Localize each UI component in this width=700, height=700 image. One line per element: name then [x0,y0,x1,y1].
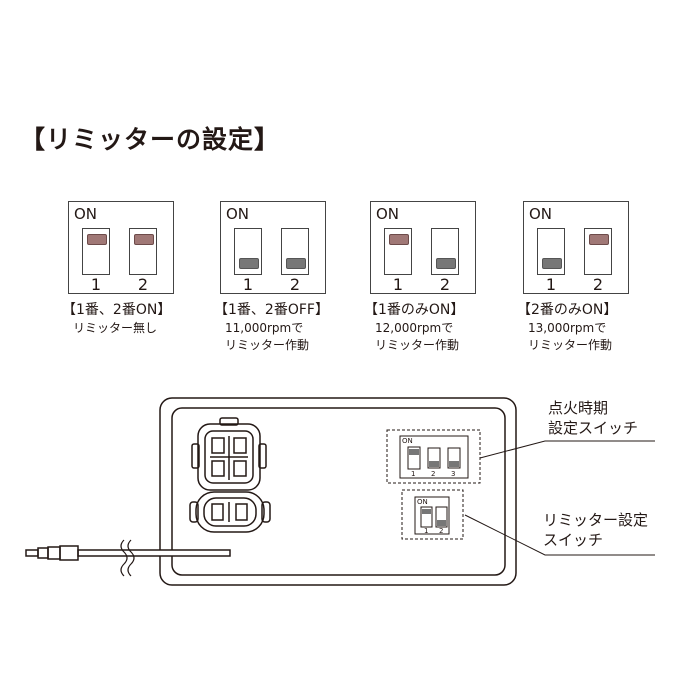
on-label: ON [74,205,98,223]
setting-description: リミッター無し [73,320,157,337]
switch-number: 2 [439,275,451,294]
switch-number: 1 [242,275,254,294]
limiter-num-1: 1 [424,527,428,535]
dip-panel: ON 1 2 [370,201,476,294]
switch-number: 1 [545,275,557,294]
switch-number: 2 [289,275,301,294]
device-inner [171,407,506,576]
limiter-callout-line2: スイッチ [543,531,604,549]
ignition-switch-2-knob [429,461,439,467]
switch-knob-on [389,234,409,245]
switch-knob-off [542,258,562,269]
dip-switch-2 [129,228,157,275]
description-line: リミッター作動 [375,338,460,352]
dip-switch-2 [281,228,309,275]
limiter-num-2: 2 [439,527,443,535]
dip-switch-1 [234,228,262,275]
setting-description: 11,000rpmでリミッター作動 [225,320,309,354]
on-label: ON [529,205,553,223]
ignition-leader-line [479,440,655,459]
limiter-switch-2-knob [437,520,446,526]
dip-switch-1 [384,228,412,275]
ignition-switch-area [386,429,481,484]
ignition-switch-3-knob [449,461,459,467]
description-line: リミッター作動 [225,338,310,352]
ignition-switch-1-knob [409,449,419,455]
setting-label: 【2番のみON】 [517,302,618,318]
ignition-on-label: ON [402,437,413,445]
ignition-num-2: 2 [431,470,435,478]
setting-label: 【1番のみON】 [364,302,465,318]
ignition-callout: 点火時期 設定スイッチ [548,398,638,438]
limiter-on-label: ON [417,498,428,506]
limiter-callout-line1: リミッター設定 [543,511,649,529]
switch-knob-off [436,258,456,269]
switch-knob-off [239,258,259,269]
description-line: 11,000rpmで [225,321,304,335]
connector-4pin-icon [191,417,267,491]
limiter-switch-area [401,489,464,540]
cable-icon [25,539,231,577]
ignition-num-3: 3 [451,470,455,478]
switch-knob-on [589,234,609,245]
description-line: 12,000rpmで [375,321,454,335]
description-line: リミッター無し [73,321,158,335]
on-label: ON [226,205,250,223]
description-line: リミッター作動 [528,338,613,352]
ignition-callout-line2: 設定スイッチ [548,419,639,437]
switch-knob-off [286,258,306,269]
switch-number: 2 [592,275,604,294]
setting-description: 12,000rpmでリミッター作動 [375,320,459,354]
dip-switch-1 [537,228,565,275]
limiter-leader-line [464,514,655,556]
limiter-callout: リミッター設定 スイッチ [543,510,648,550]
setting-description: 13,000rpmでリミッター作動 [528,320,612,354]
dip-switch-1 [82,228,110,275]
dip-panel: ON 1 2 [523,201,629,294]
page-title: 【リミッターの設定】 [20,125,281,154]
setting-label: 【1番、2番ON】 [62,302,172,318]
dip-panel: ON 1 2 [220,201,326,294]
switch-number: 1 [90,275,102,294]
setting-label: 【1番、2番OFF】 [214,302,329,318]
dip-panel: ON 1 2 [68,201,174,294]
description-line: 13,000rpmで [528,321,607,335]
connector-2pin-icon [189,491,271,533]
device-outer [159,397,517,586]
ignition-num-1: 1 [411,470,415,478]
switch-number: 2 [137,275,149,294]
switch-number: 1 [392,275,404,294]
limiter-switch-1-knob [422,509,431,514]
switch-knob-on [87,234,107,245]
ignition-callout-line1: 点火時期 [548,399,609,417]
dip-switch-2 [584,228,612,275]
dip-switch-2 [431,228,459,275]
on-label: ON [376,205,400,223]
switch-knob-on [134,234,154,245]
